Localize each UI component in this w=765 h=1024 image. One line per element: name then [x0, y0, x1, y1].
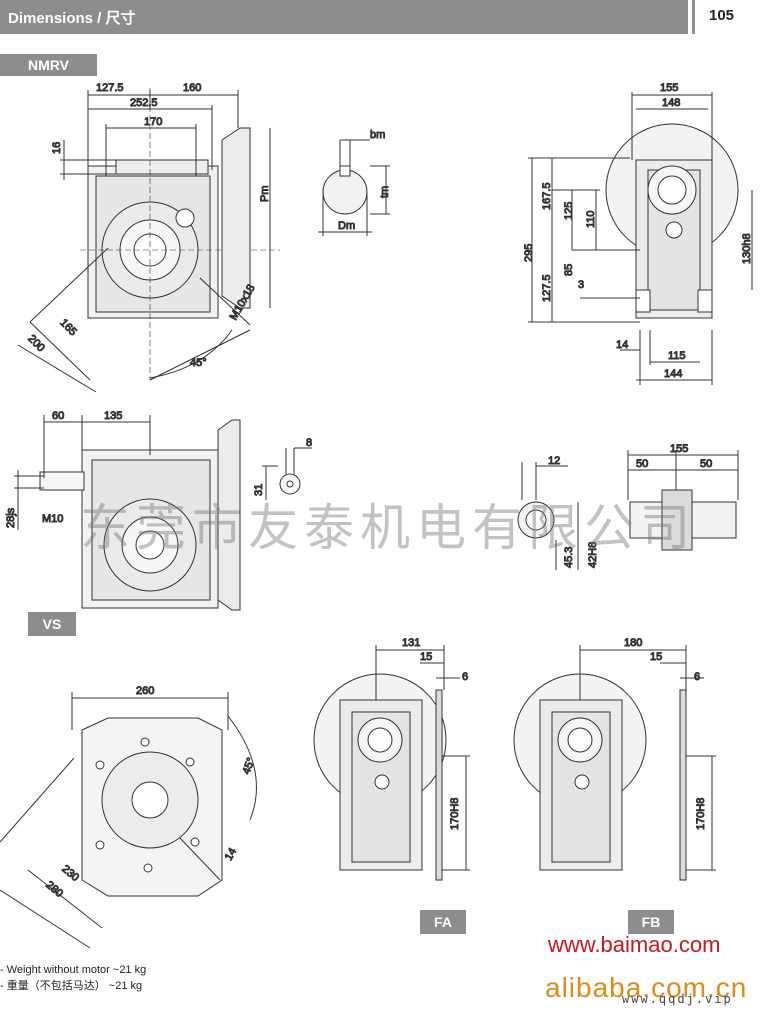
- dim-170h8-fa: 170H8: [449, 798, 461, 830]
- dim-260: 260: [136, 685, 154, 697]
- fa-view: [313, 645, 470, 881]
- dim-135: 135: [104, 410, 122, 422]
- dim-127-5: 127.5: [96, 82, 124, 94]
- dim-12: 12: [548, 455, 560, 467]
- weight-notes: - Weight without motor ~21 kg - 重量（不包括马达…: [0, 962, 146, 994]
- dim-60: 60: [52, 410, 64, 422]
- nmrv-side-view: [528, 92, 753, 385]
- dim-8: 8: [306, 437, 312, 449]
- dim-180: 180: [624, 637, 642, 649]
- dim-45-deg-a: 45°: [190, 357, 207, 369]
- dim-125: 125: [563, 202, 575, 220]
- dim-31: 31: [253, 484, 265, 496]
- section-tag-fa: FA: [420, 910, 466, 934]
- dim-252-5: 252.5: [130, 97, 158, 109]
- section-tag-fb: FB: [628, 910, 674, 934]
- dim-148: 148: [662, 97, 680, 109]
- dim-m10: M10: [42, 513, 63, 525]
- dim-pm: Pm: [259, 186, 271, 203]
- dim-155-shaft: 155: [670, 443, 688, 455]
- weight-note-english: - Weight without motor ~21 kg: [0, 964, 147, 976]
- dim-170h8-fb: 170H8: [695, 798, 707, 830]
- flange-plate-view: [0, 692, 257, 949]
- nmrv-front-view: [17, 88, 280, 393]
- dim-131: 131: [402, 637, 420, 649]
- dim-3: 3: [578, 279, 584, 291]
- dim-dm: Dm: [338, 220, 355, 232]
- hollow-shaft-detail: [517, 450, 739, 570]
- alibaba-watermark: alibaba.com.cn: [545, 972, 748, 1003]
- weight-note-chinese: - 重量（不包括马达） ~21 kg: [0, 980, 143, 992]
- dim-295: 295: [523, 244, 535, 262]
- dim-14-flange: 14: [223, 846, 240, 863]
- dim-42h8: 42H8: [587, 542, 599, 568]
- dim-115: 115: [668, 350, 686, 362]
- dim-50-left: 50: [636, 458, 648, 470]
- page-title: Dimensions / 尺寸: [8, 10, 136, 27]
- dim-160: 160: [183, 82, 201, 94]
- dim-45-3: 45.3: [563, 547, 575, 568]
- dim-50-right: 50: [700, 458, 712, 470]
- vs-front-view: [14, 415, 312, 611]
- dim-144: 144: [664, 368, 682, 380]
- dim-6-fa: 6: [462, 671, 468, 683]
- dim-167-5: 167.5: [541, 182, 553, 210]
- dim-170: 170: [144, 116, 162, 128]
- dim-6-fb: 6: [694, 671, 700, 683]
- fb-view: [513, 645, 716, 881]
- dim-130h8: 130h8: [741, 233, 753, 264]
- dim-165: 165: [57, 317, 78, 338]
- dim-28js: 28js: [5, 507, 17, 528]
- dim-127-5-side: 127.5: [541, 274, 553, 302]
- dim-15-fa: 15: [420, 651, 432, 663]
- dim-bm: bm: [370, 129, 385, 141]
- baimao-watermark: www.baimao.com: [548, 932, 721, 957]
- section-tag-vs: VS: [28, 612, 76, 636]
- dim-230: 230: [59, 863, 81, 884]
- section-tag-nmrv: NMRV: [0, 54, 97, 76]
- page-number: 105: [709, 7, 735, 24]
- qqdj-watermark: www.qqdj.vip: [622, 992, 733, 1006]
- dim-155-side: 155: [660, 82, 678, 94]
- dim-110: 110: [585, 210, 597, 228]
- dim-16: 16: [51, 142, 63, 154]
- dim-14-side: 14: [616, 339, 628, 351]
- dim-tm: tm: [379, 186, 391, 198]
- dim-85: 85: [563, 264, 575, 276]
- keyway-detail: [318, 139, 390, 236]
- company-watermark: 东莞市友泰机电有限公司: [80, 499, 696, 557]
- dim-45-deg-b: 45°: [241, 756, 258, 776]
- page-number-box: 105: [692, 0, 765, 34]
- header-bar: Dimensions / 尺寸: [0, 0, 688, 34]
- dim-15-fb: 15: [650, 651, 662, 663]
